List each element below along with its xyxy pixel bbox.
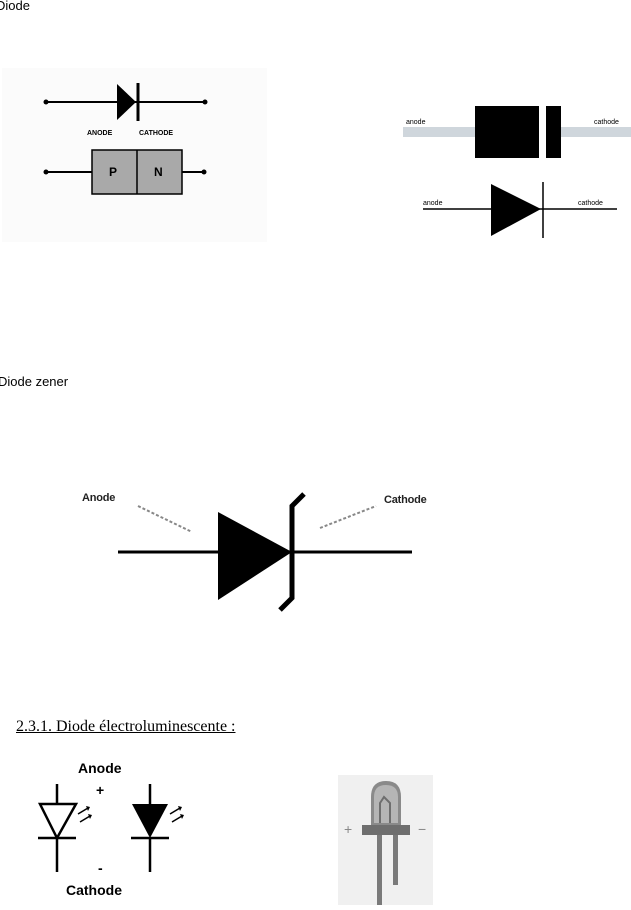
led-cathode-label: Cathode [66, 882, 122, 898]
p-region-label: P [109, 165, 118, 179]
zener-drawing [118, 492, 412, 612]
zener-anode-label: Anode [82, 492, 116, 504]
led-anode-label: Anode [78, 760, 122, 776]
diode-triangle [117, 84, 136, 120]
led-filled-triangle [132, 804, 168, 838]
pkg-cathode-top-label: cathode [594, 119, 619, 126]
led-heading: 2.3.1. Diode électroluminescente : [16, 718, 236, 735]
led-outline-triangle [37, 802, 79, 841]
n-region-label: N [154, 165, 163, 179]
led-minus-label: - [98, 860, 103, 876]
pn-cathode-label: CATHODE [139, 130, 174, 137]
zener-triangle [218, 512, 292, 600]
led-short-leg [393, 835, 398, 885]
led-photo-plus: + [344, 821, 353, 837]
diode-heading: Diode [0, 0, 30, 13]
led-flange [362, 825, 410, 835]
pn-diode-figure: ANODE CATHODE P N [2, 68, 267, 242]
zener-cathode-label: Cathode [384, 494, 427, 506]
led-long-leg [377, 835, 382, 905]
led-photo: + − [338, 775, 433, 905]
led-photo-drawing [362, 781, 410, 905]
led-symbol-drawing [37, 784, 184, 872]
cathode-band-gap [539, 106, 546, 158]
led-symbol-figure: Anode + - Cathode [20, 760, 200, 905]
diode-package-drawing [403, 106, 631, 238]
diode-package-figure: anode cathode anode cathode [403, 100, 631, 245]
pkg-cathode-bottom-label: cathode [578, 200, 603, 207]
diode-package-body [475, 106, 561, 158]
pn-anode-label: ANODE [87, 130, 113, 137]
pn-diode-drawing [43, 83, 208, 195]
zener-bar [278, 492, 306, 612]
pkg-anode-top-label: anode [406, 119, 426, 126]
led-photo-minus: − [418, 821, 427, 837]
zener-figure: Anode Cathode [80, 488, 460, 618]
pkg-anode-bottom-label: anode [423, 200, 443, 207]
zener-heading: Diode zener [0, 374, 69, 389]
led-plus-label: + [96, 782, 105, 798]
package-symbol-triangle [491, 184, 541, 236]
